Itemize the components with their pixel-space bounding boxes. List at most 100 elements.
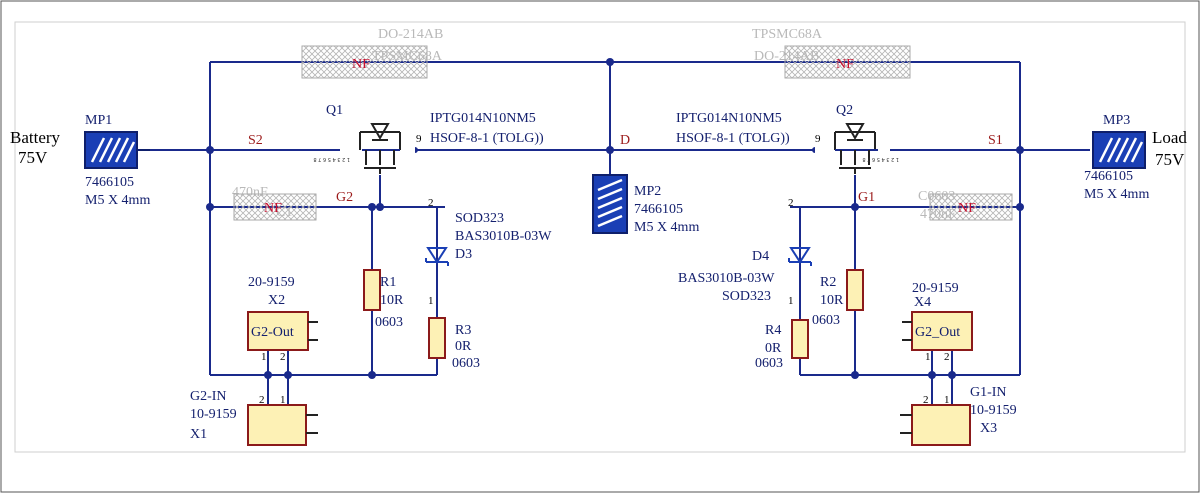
net-s2: S2 — [248, 133, 263, 148]
cap-nf-left[interactable]: 470nF C1 NF — [232, 185, 317, 221]
cap1-ghost-bot: C1 — [276, 205, 292, 220]
resistor-r2[interactable]: R2 10R 0603 — [812, 269, 864, 328]
tvs1-ghost: TPSMC68A — [372, 49, 443, 64]
resistor-r4[interactable]: R4 0R 0603 — [755, 319, 809, 371]
resistor-r3[interactable]: R3 0R 0603 — [428, 317, 480, 371]
x1-label: G2-IN — [190, 389, 227, 404]
q2-pins-small: 1 2 3 4 5 6 7 8 — [862, 156, 899, 162]
x2-pin1: 1 — [261, 351, 267, 363]
connector-x2[interactable]: 20-9159 X2 G2-Out 1 2 — [247, 275, 318, 363]
d3-pin-2: 2 — [428, 197, 434, 209]
q1-package: HSOF-8-1 (TOLG)) — [430, 131, 544, 146]
d4-pin-1: 1 — [788, 295, 794, 307]
tvs2-part: TPSMC68A — [752, 27, 823, 42]
mp3-size: M5 X 4mm — [1084, 187, 1149, 202]
connector-x4[interactable]: 20-9159 X4 G2_Out 1 2 — [902, 281, 973, 363]
cap2-ghost-bot: 470nF — [920, 207, 956, 222]
q1-ref: Q1 — [326, 103, 343, 118]
q2-pin: 9 — [815, 133, 821, 145]
x3-ref: X3 — [980, 421, 997, 436]
battery-voltage: 75V — [18, 148, 48, 167]
cap1-nf: NF — [264, 201, 282, 216]
x1-pin1: 1 — [280, 394, 286, 406]
x3-label: G1-IN — [970, 385, 1007, 400]
net-g1: G1 — [858, 190, 875, 205]
r1-ref: R1 — [380, 275, 396, 290]
r3-value: 0R — [455, 339, 472, 354]
q1-pins-small: 1 2 3 4 5 6 7 8 — [313, 156, 350, 162]
r1-value: 10R — [380, 293, 404, 308]
tvs2-nf: NF — [836, 57, 854, 72]
mp2-ref: MP2 — [634, 184, 661, 199]
x4-label: G2_Out — [915, 325, 960, 340]
r2-ref: R2 — [820, 275, 836, 290]
sheet-border — [14, 21, 1186, 453]
r4-ref: R4 — [765, 323, 781, 338]
d3-part: BAS3010B-03W — [455, 229, 552, 244]
x4-part: 20-9159 — [912, 281, 959, 296]
connector-x1[interactable]: G2-IN 10-9159 X1 2 1 — [190, 389, 318, 446]
x3-pin2: 2 — [923, 394, 929, 406]
mp1-part: 7466105 — [85, 175, 134, 190]
diode-d3[interactable]: 2 1 SOD323 BAS3010B-03W D3 — [425, 197, 552, 307]
mp3-ref: MP3 — [1103, 113, 1130, 128]
x2-label: G2-Out — [251, 325, 294, 340]
net-d: D — [620, 133, 630, 148]
q2-package: HSOF-8-1 (TOLG)) — [676, 131, 790, 146]
r3-ref: R3 — [455, 323, 471, 338]
mp2-size: M5 X 4mm — [634, 220, 699, 235]
mp1-ref: MP1 — [85, 113, 112, 128]
load-label: Load — [1152, 128, 1187, 147]
x1-pin2: 2 — [259, 394, 265, 406]
tvs-nf-left[interactable]: DO-214AB TPSMC68A NF — [301, 27, 443, 79]
d3-pin-1: 1 — [428, 295, 434, 307]
x2-part: 20-9159 — [248, 275, 295, 290]
connector-x3[interactable]: G1-IN 10-9159 X3 2 1 — [900, 385, 1017, 446]
mounting-point-mp3[interactable]: MP3 7466105 M5 X 4mm — [1084, 113, 1149, 202]
q1-part: IPTG014N10NM5 — [430, 111, 536, 126]
q2-part: IPTG014N10NM5 — [676, 111, 782, 126]
d4-pin-2: 2 — [788, 197, 794, 209]
q2-ref: Q2 — [836, 103, 853, 118]
d4-ref: D4 — [752, 249, 769, 264]
net-g2: G2 — [336, 190, 353, 205]
x1-part: 10-9159 — [190, 407, 237, 422]
r4-value: 0R — [765, 341, 782, 356]
diode-d4[interactable]: 2 1 D4 BAS3010B-03W SOD323 — [678, 197, 812, 307]
mounting-point-mp1[interactable]: MP1 7466105 M5 X 4mm — [84, 113, 150, 208]
mp3-part: 7466105 — [1084, 169, 1133, 184]
r2-package: 0603 — [812, 313, 840, 328]
d3-package: SOD323 — [455, 211, 504, 226]
resistor-r1[interactable]: R1 10R 0603 — [363, 269, 404, 330]
mosfet-q2[interactable]: Q2 IPTG014N10NM5 HSOF-8-1 (TOLG)) 9 1 2 … — [676, 103, 899, 175]
x4-pin1: 1 — [925, 351, 931, 363]
mosfet-q1[interactable]: Q1 IPTG014N10NM5 HSOF-8-1 (TOLG)) 9 1 2 … — [313, 103, 544, 175]
d4-package: SOD323 — [722, 289, 771, 304]
net-s1: S1 — [988, 133, 1003, 148]
d3-ref: D3 — [455, 247, 472, 262]
load-voltage: 75V — [1155, 150, 1185, 169]
cap-nf-right[interactable]: C0603 470nF NF — [918, 189, 1013, 222]
mp2-part: 7466105 — [634, 202, 683, 217]
cap2-nf: NF — [958, 201, 976, 216]
d4-part: BAS3010B-03W — [678, 271, 775, 286]
tvs2-ghost: DO-214AB — [754, 49, 819, 64]
x4-pin2: 2 — [944, 351, 950, 363]
q1-pin: 9 — [416, 133, 422, 145]
x1-ref: X1 — [190, 427, 207, 442]
r2-value: 10R — [820, 293, 844, 308]
battery-label: Battery — [10, 128, 61, 147]
x2-ref: X2 — [268, 293, 285, 308]
tvs1-part: DO-214AB — [378, 27, 443, 42]
mounting-point-mp2[interactable]: MP2 7466105 M5 X 4mm — [592, 174, 699, 235]
x4-ref: X4 — [914, 295, 931, 310]
x3-part: 10-9159 — [970, 403, 1017, 418]
x2-pin2: 2 — [280, 351, 286, 363]
r4-package: 0603 — [755, 356, 783, 371]
mp1-size: M5 X 4mm — [85, 193, 150, 208]
tvs-nf-right[interactable]: TPSMC68A DO-214AB NF — [752, 27, 911, 79]
tvs1-nf: NF — [352, 57, 370, 72]
